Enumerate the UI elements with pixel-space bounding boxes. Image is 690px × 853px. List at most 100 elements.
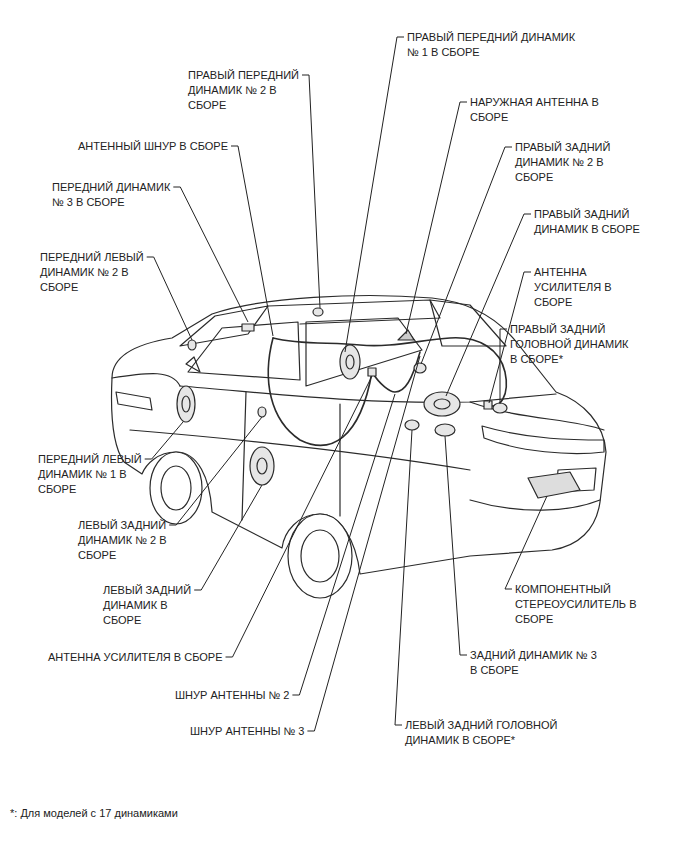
label-line: В СБОРЕ (470, 664, 519, 676)
label-line: СБОРЕ (534, 296, 572, 308)
wheel-rim (301, 530, 339, 582)
leader-line (302, 75, 320, 308)
door-line (242, 392, 246, 520)
antenna-cord (268, 338, 372, 445)
label-line: ПРАВЫЙ ЗАДНИЙ (510, 323, 605, 335)
part-label: ШНУР АНТЕННЫ № 3 (190, 724, 304, 739)
label-line: № 1 В СБОРЕ (407, 46, 480, 58)
speakers (177, 308, 507, 485)
label-line: ПРАВЫЙ ЗАДНИЙ (534, 208, 629, 220)
antenna-cord (372, 352, 420, 392)
part-label: ПРАВЫЙ ПЕРЕДНИЙ ДИНАМИК № 2 В СБОРЕ (188, 68, 299, 113)
label-line: ЛЕВЫЙ ЗАДНИЙ (78, 519, 166, 531)
leader-line (147, 257, 192, 340)
label-line: ДИНАМИК № 2 В (40, 266, 129, 278)
label-line: АНТЕННА УСИЛИТЕЛЯ В СБОРЕ (48, 651, 223, 663)
label-line: ДИНАМИК № 2 В (188, 84, 277, 96)
mirror (186, 357, 200, 372)
part-label: ЛЕВЫЙ ЗАДНИЙ ДИНАМИК № 2 В СБОРЕ (78, 518, 167, 563)
part-label: АНТЕННА УСИЛИТЕЛЯ В СБОРЕ (48, 650, 223, 665)
part-label: АНТЕННА УСИЛИТЕЛЯ В СБОРЕ (534, 265, 612, 310)
label-line: СБОРЕ (103, 614, 141, 626)
leader-line (226, 376, 373, 657)
part-label: ПЕРЕДНИЙ ДИНАМИК № 3 В СБОРЕ (52, 180, 170, 210)
stereo-amplifier (528, 472, 580, 498)
leader-line (446, 214, 531, 396)
wheel-rim (161, 466, 191, 510)
front-side-window (188, 322, 300, 380)
label-line: ПЕРЕДНИЙ ЛЕВЫЙ (38, 453, 142, 465)
leader-line (173, 187, 248, 322)
part-label: КОМПОНЕНТНЫЙ СТЕРЕОУСИЛИТЕЛЬ В СБОРЕ (515, 582, 636, 627)
label-line: № 3 В СБОРЕ (52, 196, 125, 208)
label-line: ПЕРЕДНИЙ ЛЕВЫЙ (40, 251, 144, 263)
leader-line (345, 37, 404, 352)
label-line: СБОРЕ (515, 171, 553, 183)
label-line: ПРАВЫЙ ПЕРЕДНИЙ (188, 69, 299, 81)
label-line: ДИНАМИК В СБОРЕ* (405, 734, 515, 746)
label-line: СБОРЕ (515, 613, 553, 625)
leader-line (145, 422, 183, 459)
wheel (150, 452, 202, 524)
trunk-edge (470, 402, 604, 430)
label-line: ДИНАМИК В (103, 599, 168, 611)
label-line: ДИНАМИК № 2 В (515, 156, 604, 168)
label-line: АНТЕННЫЙ ШНУР В СБОРЕ (78, 140, 228, 152)
label-line: СБОРЕ (38, 483, 76, 495)
label-line: СБОРЕ (78, 549, 116, 561)
label-line: СТЕРЕОУСИЛИТЕЛЬ В (515, 598, 636, 610)
part-label: ПРАВЫЙ ЗАДНИЙ ДИНАМИК № 2 В СБОРЕ (515, 140, 610, 185)
footnote: *: Для моделей с 17 динамиками (10, 806, 178, 821)
part-label: ШНУР АНТЕННЫ № 2 (175, 688, 289, 703)
part-label: ПРАВЫЙ ЗАДНИЙ ДИНАМИК В СБОРЕ (534, 207, 640, 237)
label-line: *: Для моделей с 17 динамиками (10, 807, 178, 819)
part-label: ПРАВЫЙ ЗАДНИЙ ГОЛОВНОЙ ДИНАМИК В СБОРЕ* (510, 322, 628, 367)
label-line: СБОРЕ (188, 99, 226, 111)
label-line: ЛЕВЫЙ ЗАДНИЙ ГОЛОВНОЙ (405, 719, 558, 731)
leader-line (194, 485, 262, 590)
label-line: КОМПОНЕНТНЫЙ (515, 583, 611, 595)
label-line: ДИНАМИК В СБОРЕ (534, 223, 640, 235)
label-line: ДИНАМИК № 1 В (38, 468, 127, 480)
leader-line (500, 329, 507, 404)
label-line: ПЕРЕДНИЙ ДИНАМИК (52, 181, 170, 193)
leader-line (505, 496, 547, 589)
label-line: СБОРЕ (470, 111, 508, 123)
leader-line (421, 147, 512, 364)
taillight (482, 426, 604, 453)
headlight (116, 392, 152, 410)
part-label: АНТЕННЫЙ ШНУР В СБОРЕ (78, 139, 228, 154)
leader-line (231, 146, 273, 336)
part-label: ЛЕВЫЙ ЗАДНИЙ ДИНАМИК В СБОРЕ (103, 583, 191, 628)
leader-line (406, 102, 467, 334)
leader-line (292, 394, 395, 695)
label-line: СБОРЕ (40, 281, 78, 293)
part-label: ЗАДНИЙ ДИНАМИК № 3 В СБОРЕ (470, 648, 597, 678)
part-label: ПЕРЕДНИЙ ЛЕВЫЙ ДИНАМИК № 2 В СБОРЕ (40, 250, 144, 295)
bumper-line (470, 500, 600, 510)
leader-line (307, 356, 420, 731)
label-line: НАРУЖНАЯ АНТЕННА В (470, 96, 599, 108)
door-line (339, 404, 340, 516)
label-line: ШНУР АНТЕННЫ № 2 (175, 689, 289, 701)
label-line: В СБОРЕ* (510, 353, 563, 365)
part-label: ЛЕВЫЙ ЗАДНИЙ ГОЛОВНОЙ ДИНАМИК В СБОРЕ* (405, 718, 558, 748)
leader-line (445, 436, 467, 655)
rear-side-window (306, 318, 422, 386)
label-line: ПРАВЫЙ ПЕРЕДНИЙ ДИНАМИК (407, 31, 575, 43)
label-line: ЛЕВЫЙ ЗАДНИЙ (103, 584, 191, 596)
label-line: ПРАВЫЙ ЗАДНИЙ (515, 141, 610, 153)
label-line: ГОЛОВНОЙ ДИНАМИК (510, 338, 628, 350)
label-line: ШНУР АНТЕННЫ № 3 (190, 725, 304, 737)
roof-antenna (398, 330, 414, 340)
label-line: ДИНАМИК № 2 В (78, 534, 167, 546)
antenna-cord (273, 338, 506, 406)
hood-line (112, 374, 180, 386)
part-label: ПРАВЫЙ ПЕРЕДНИЙ ДИНАМИК № 1 В СБОРЕ (407, 30, 575, 60)
leader-line (395, 430, 412, 725)
part-label: НАРУЖНАЯ АНТЕННА В СБОРЕ (470, 95, 599, 125)
car-body (112, 296, 607, 574)
